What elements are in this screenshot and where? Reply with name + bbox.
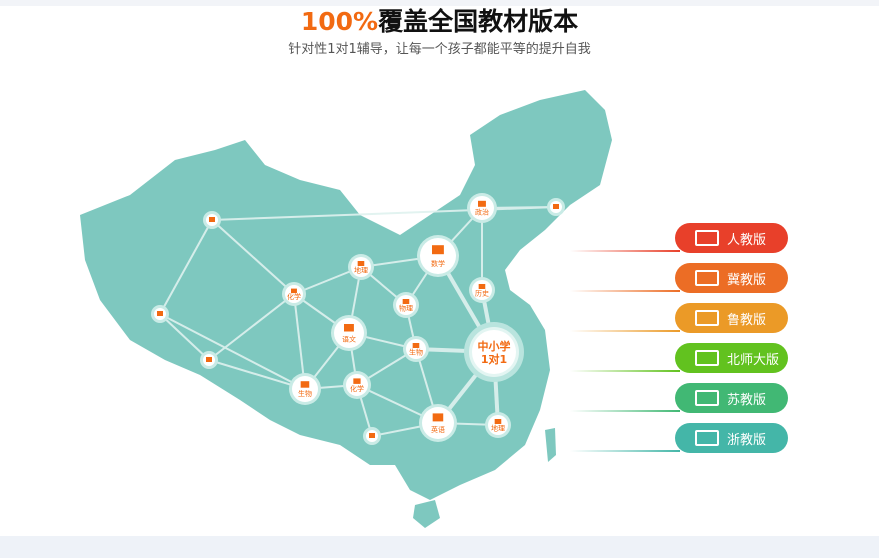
subject-label: 历史: [475, 289, 489, 298]
subject-label: 生物: [298, 389, 312, 398]
book-icon: [695, 350, 719, 366]
book-icon: [695, 310, 719, 326]
edition-badge[interactable]: 浙教版: [675, 423, 788, 453]
subject-icon: [432, 413, 444, 422]
subject-label: 地理: [354, 266, 368, 275]
edition-label: 浙教版: [727, 432, 767, 448]
subject-icon: [402, 299, 410, 304]
subject-icon: [157, 311, 163, 316]
edition-connector: [570, 250, 680, 252]
edition-label: 冀教版: [727, 272, 767, 288]
subject-icon: [291, 288, 297, 294]
subject-icon: [206, 357, 212, 362]
small-node: [151, 305, 169, 323]
edition-connector: [570, 290, 680, 292]
subject-icon: [300, 381, 310, 388]
top-strip: [0, 0, 879, 6]
subject-icon: [494, 419, 502, 424]
subject-icon: [357, 261, 365, 266]
book-icon: [695, 390, 719, 406]
subject-label: 物理: [399, 304, 413, 313]
subject-label: 化学: [287, 292, 301, 301]
subject-node: 生物: [289, 373, 321, 405]
subject-node: 地理: [485, 412, 511, 438]
subject-node: 英语: [419, 404, 457, 442]
subject-label: 生物: [409, 348, 423, 357]
edition-label: 苏教版: [727, 392, 767, 408]
network-edge: [211, 206, 557, 221]
network-edge: [159, 313, 210, 361]
subject-label: 政治: [475, 208, 489, 217]
subject-node: 历史: [469, 277, 495, 303]
center-label: 1对1: [481, 352, 507, 366]
edition-connector: [570, 330, 680, 332]
subject-node: 化学: [282, 282, 306, 306]
edition-badge[interactable]: 北师大版: [675, 343, 788, 373]
subject-icon: [369, 433, 375, 438]
subject-label: 语文: [342, 334, 356, 343]
network-edge: [159, 313, 306, 390]
subject-node: 政治: [467, 193, 497, 223]
network-edge: [208, 359, 306, 390]
small-node: [363, 427, 381, 445]
subject-icon: [344, 324, 354, 332]
subject-icon: [412, 343, 420, 348]
edition-label: 北师大版: [727, 352, 780, 368]
network-edge: [211, 219, 295, 295]
book-icon: [695, 270, 719, 286]
subject-node: 生物: [403, 336, 429, 362]
edition-badge[interactable]: 人教版: [675, 223, 788, 253]
subject-node: 化学: [343, 371, 371, 399]
small-node: [547, 198, 565, 216]
edition-badge[interactable]: 苏教版: [675, 383, 788, 413]
subject-icon: [478, 200, 486, 207]
edition-connector: [570, 370, 680, 372]
subject-node: 物理: [393, 292, 419, 318]
subject-node: 语文: [331, 315, 367, 351]
subject-icon: [553, 204, 559, 209]
bottom-bar: [0, 536, 879, 558]
subject-label: 化学: [350, 384, 364, 393]
small-node: [203, 211, 221, 229]
book-icon: [695, 430, 719, 446]
edition-label: 鲁教版: [727, 312, 767, 328]
edition-badge[interactable]: 冀教版: [675, 263, 788, 293]
map-shape: [80, 90, 612, 500]
small-node: [200, 351, 218, 369]
book-icon: [695, 230, 719, 246]
network-edge: [159, 219, 213, 315]
network-edge: [208, 293, 295, 361]
center-label: 中小学: [478, 339, 511, 353]
edition-connector: [570, 450, 680, 452]
subject-label: 数学: [431, 259, 445, 268]
edition-badge[interactable]: 鲁教版: [675, 303, 788, 333]
page-subtitle: 针对性1对1辅导，让每一个孩子都能平等的提升自我: [288, 42, 591, 57]
subject-node: 地理: [348, 254, 374, 280]
subject-label: 英语: [431, 425, 445, 434]
page-title: 100%覆盖全国教材版本: [300, 7, 579, 36]
subject-node: 数学: [417, 235, 459, 277]
edition-label: 人教版: [727, 232, 767, 248]
edition-connector: [570, 410, 680, 412]
subject-icon: [209, 217, 215, 222]
subject-icon: [432, 245, 444, 255]
subject-label: 地理: [491, 424, 505, 433]
subject-icon: [353, 378, 361, 384]
subject-icon: [478, 284, 486, 289]
